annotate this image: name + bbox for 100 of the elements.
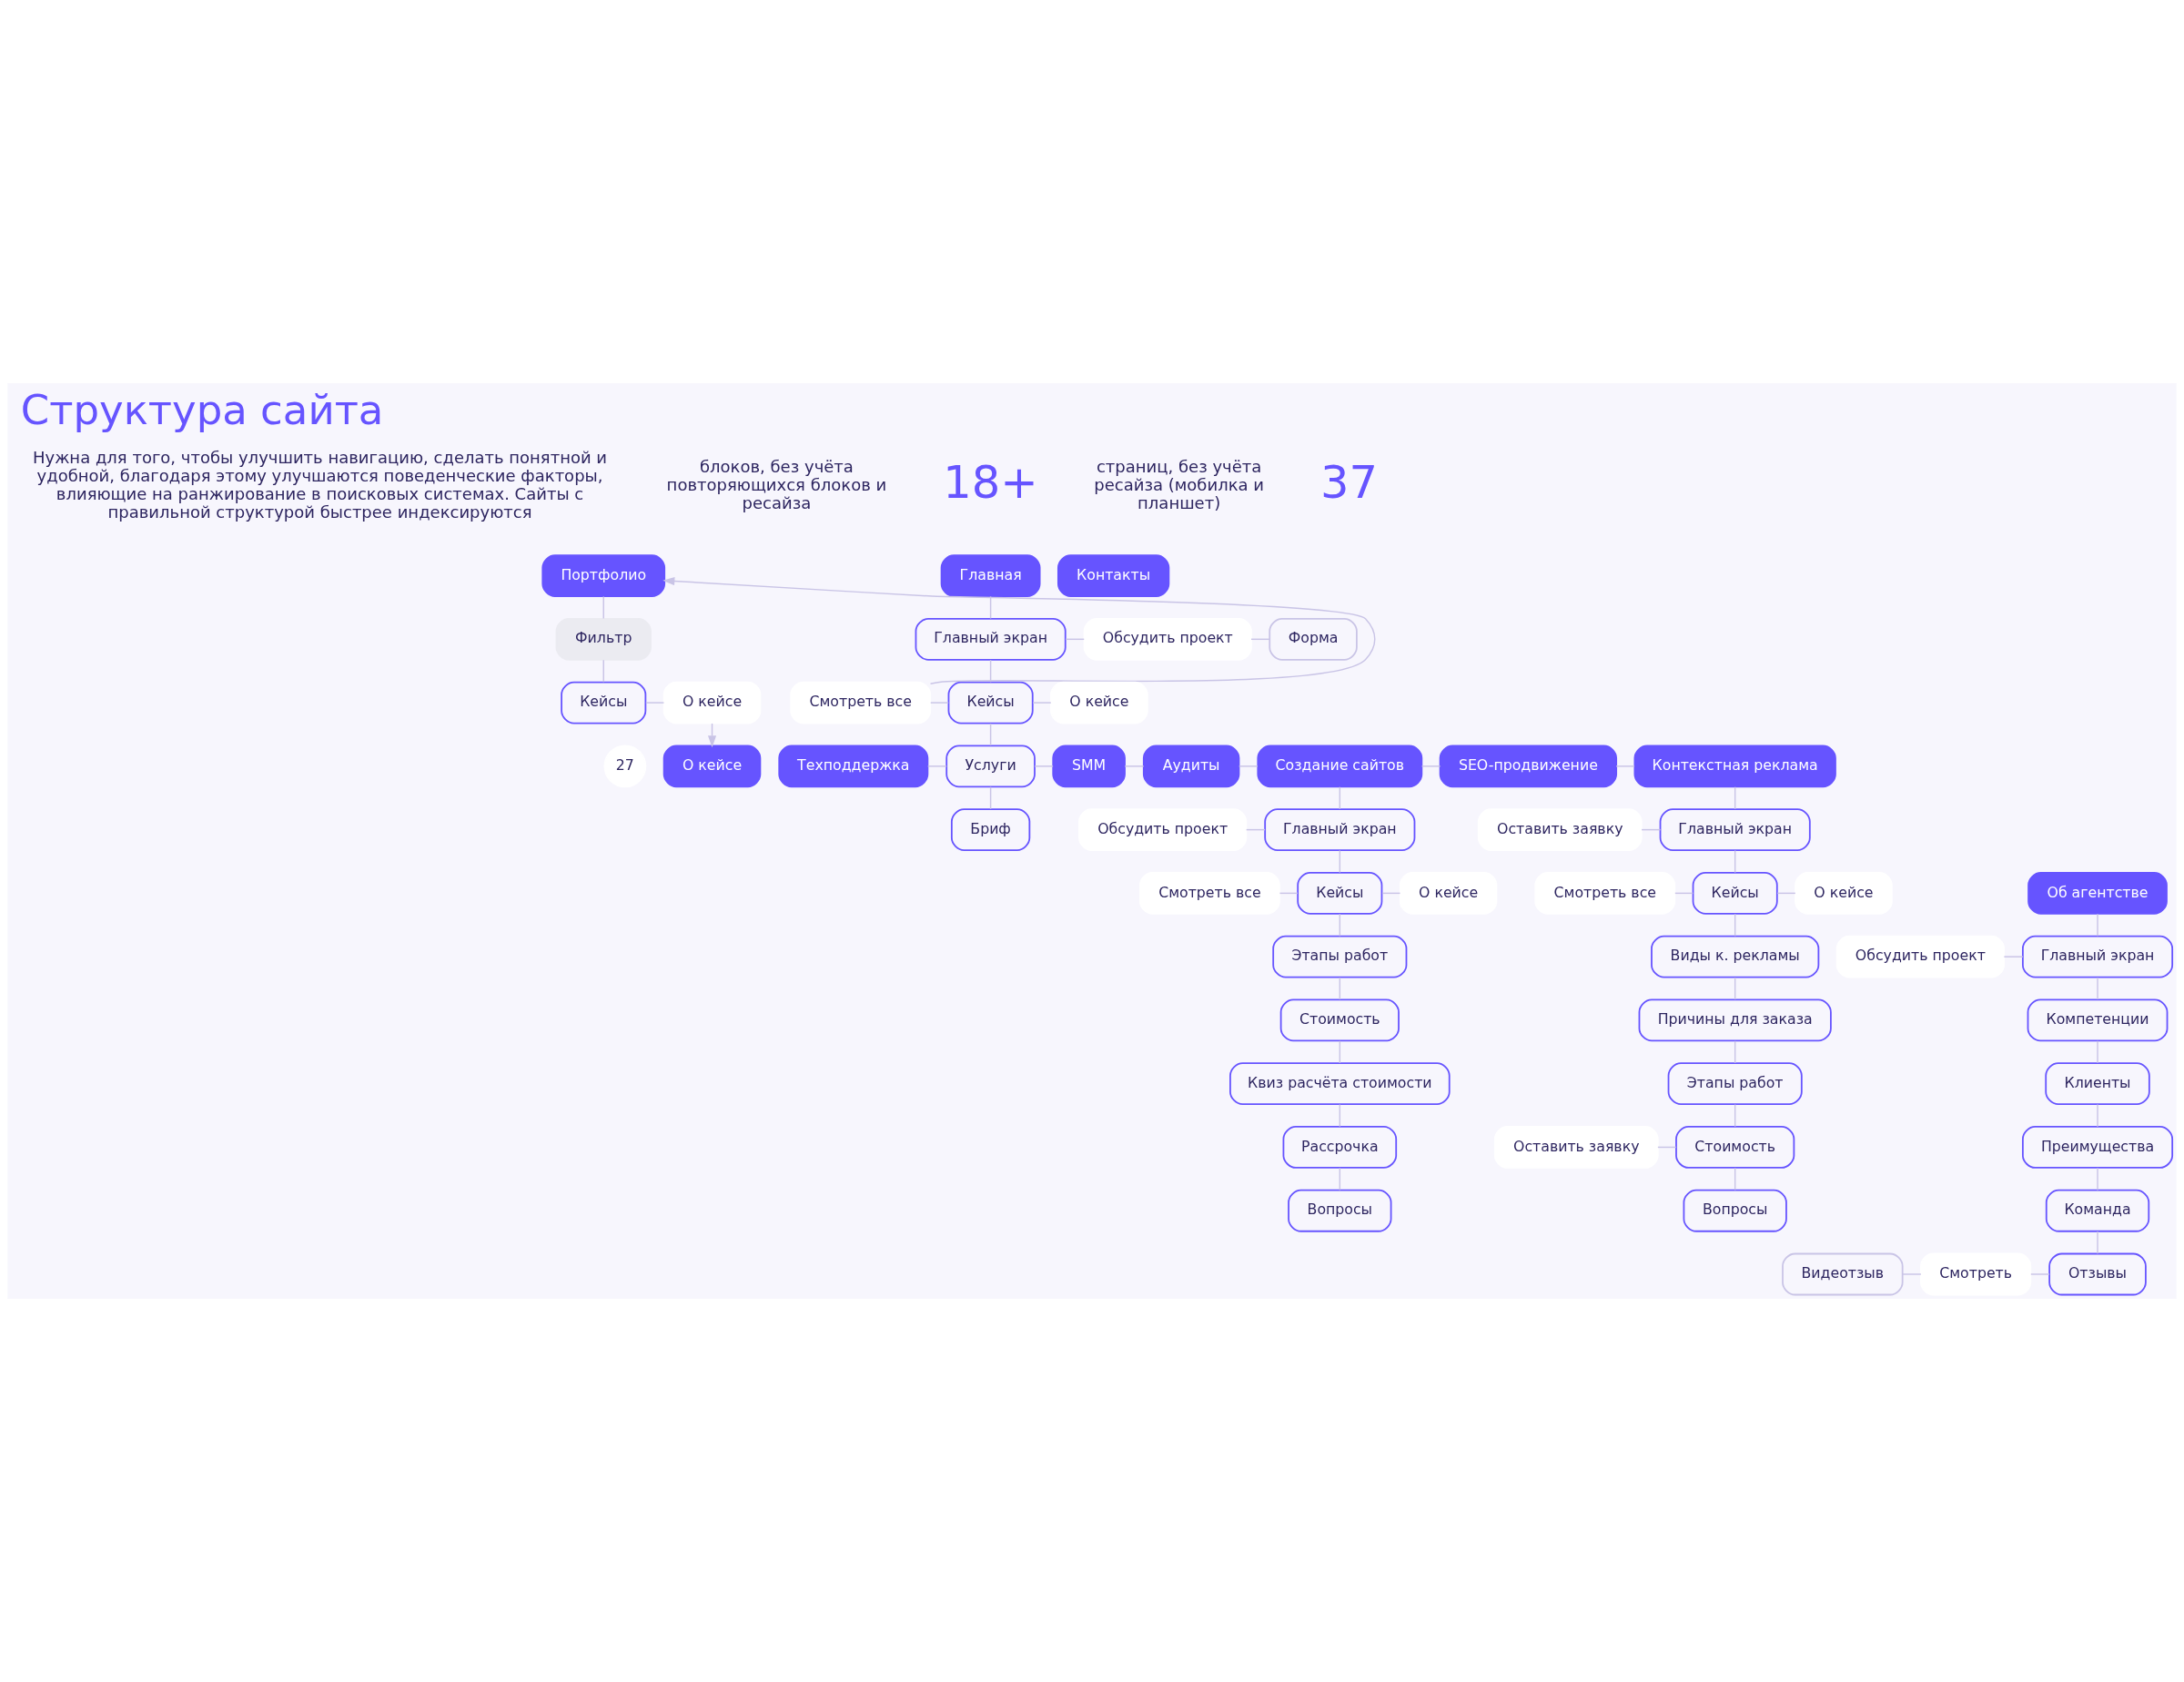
diagram-title: Структура сайта bbox=[20, 386, 384, 435]
node-box: Видеотзыв bbox=[1782, 1252, 1904, 1296]
connector bbox=[1734, 1103, 1736, 1128]
node-box: Оставить заявку bbox=[1493, 1126, 1659, 1169]
connector bbox=[2097, 1103, 2098, 1128]
node-box: О кейсе bbox=[1399, 872, 1498, 915]
node-box: Смотреть все bbox=[790, 681, 932, 724]
node-box: Вопросы bbox=[1288, 1189, 1392, 1232]
node-box: Стоимость bbox=[1279, 998, 1400, 1042]
node-box: Кейсы bbox=[947, 681, 1034, 724]
node-box: Обсудить проект bbox=[1083, 617, 1252, 661]
node-box: Бриф bbox=[950, 808, 1031, 852]
connector bbox=[2097, 1040, 2098, 1064]
connector bbox=[1065, 638, 1085, 641]
connector bbox=[1734, 1167, 1736, 1191]
connector bbox=[1734, 977, 1736, 1000]
connector bbox=[1734, 913, 1736, 937]
connector bbox=[1339, 849, 1341, 874]
connector bbox=[1734, 849, 1736, 874]
connector bbox=[1776, 892, 1796, 895]
node-box: Команда bbox=[2045, 1189, 2150, 1232]
connector bbox=[1734, 1040, 1736, 1064]
connector bbox=[1339, 977, 1341, 1000]
connector bbox=[1339, 913, 1341, 937]
connector bbox=[2003, 956, 2024, 958]
connector bbox=[1034, 765, 1054, 767]
node-box: Компетенции bbox=[2027, 998, 2169, 1042]
node-label: 27 bbox=[615, 756, 634, 775]
node-box: Этапы работ bbox=[1272, 935, 1408, 978]
connector bbox=[1124, 765, 1145, 767]
label: страниц, без учёта ресайза (мобилка и планшет) bbox=[1094, 456, 1264, 513]
node-box: SMM bbox=[1052, 745, 1126, 788]
node-box: SEO-продвижение bbox=[1439, 745, 1618, 788]
connector bbox=[926, 765, 947, 767]
connector bbox=[1239, 765, 1259, 767]
node-box: Главный экран bbox=[915, 617, 1067, 661]
connector bbox=[2097, 1231, 2098, 1254]
node-box: Обсудить проект bbox=[1078, 808, 1248, 852]
label: 37 bbox=[1320, 456, 1378, 510]
node-box: Главная bbox=[940, 554, 1041, 597]
node-box: Смотреть все bbox=[1534, 872, 1676, 915]
node-box: Фильтр bbox=[555, 617, 652, 661]
node-box: О кейсе bbox=[1050, 681, 1148, 724]
node-box: Виды к. рекламы bbox=[1651, 935, 1820, 978]
connector bbox=[1250, 638, 1270, 641]
connector bbox=[1734, 786, 1736, 810]
connector bbox=[1339, 1167, 1341, 1191]
node-box: Этапы работ bbox=[1667, 1062, 1803, 1106]
node-box: Отзывы bbox=[2048, 1252, 2147, 1296]
node-box: Контекстная реклама bbox=[1633, 745, 1836, 788]
node-box: Кейсы bbox=[561, 681, 647, 724]
connector bbox=[930, 702, 949, 704]
node-box: Услуги bbox=[945, 745, 1036, 788]
node-box: Контакты bbox=[1057, 554, 1170, 597]
connector bbox=[989, 786, 992, 810]
node-box: О кейсе bbox=[662, 681, 762, 724]
node-box: Главный экран bbox=[1264, 808, 1416, 852]
arrow bbox=[662, 576, 1376, 684]
connector bbox=[1421, 765, 1441, 767]
node-box: Техподдержка bbox=[778, 745, 929, 788]
node-box: Аудиты bbox=[1142, 745, 1240, 788]
connector bbox=[1674, 892, 1694, 895]
label: блоков, без учёта повторяющихся блоков и ресайза bbox=[666, 456, 887, 513]
connector bbox=[2097, 977, 2098, 1000]
connector bbox=[989, 659, 992, 683]
node-box: Кейсы bbox=[1692, 872, 1778, 915]
node-box: Смотреть все bbox=[1139, 872, 1280, 915]
node-box: Главный экран bbox=[1659, 808, 1811, 852]
node-box: Кейсы bbox=[1297, 872, 1383, 915]
node-box: Смотреть bbox=[1920, 1252, 2032, 1296]
connector bbox=[1657, 1146, 1677, 1149]
connector bbox=[1902, 1273, 1922, 1275]
node-box: Вопросы bbox=[1683, 1189, 1787, 1232]
node-box: Преимущества bbox=[2022, 1126, 2174, 1169]
node-box: Причины для заказа bbox=[1638, 998, 1832, 1042]
node-box: Рассрочка bbox=[1282, 1126, 1398, 1169]
connector bbox=[602, 595, 604, 620]
connector bbox=[989, 723, 992, 746]
connector bbox=[2097, 1167, 2098, 1191]
node-box: Обсудить проект bbox=[1835, 935, 2005, 978]
node-box: Квиз расчёта стоимости bbox=[1229, 1062, 1451, 1106]
connector bbox=[2097, 913, 2098, 937]
connector bbox=[1339, 1040, 1341, 1064]
label: 18+ bbox=[943, 456, 1038, 510]
node-box: Главный экран bbox=[2022, 935, 2174, 978]
node-box: Создание сайтов bbox=[1257, 745, 1423, 788]
connector bbox=[1245, 828, 1266, 831]
connector bbox=[1339, 786, 1341, 810]
connector bbox=[1381, 892, 1401, 895]
connector bbox=[1615, 765, 1635, 767]
node-box: Форма bbox=[1269, 617, 1358, 661]
connector bbox=[1032, 702, 1052, 704]
connector bbox=[1279, 892, 1299, 895]
label: Нужна для того, чтобы улучшить навигацию, сделать понятной и удобной, благодаря этому улучшаются поведенческие факторы, влияющие на ранжирование в поисковых системах. Сайты с правильной структурой быстрее индексируются bbox=[32, 447, 608, 522]
connector bbox=[2030, 1273, 2050, 1275]
connector bbox=[602, 659, 604, 683]
node-box: Портфолио bbox=[541, 554, 666, 597]
node-box: Об агентстве bbox=[2027, 872, 2168, 915]
node-box: О кейсе bbox=[662, 745, 762, 788]
node-box: Клиенты bbox=[2045, 1062, 2150, 1106]
